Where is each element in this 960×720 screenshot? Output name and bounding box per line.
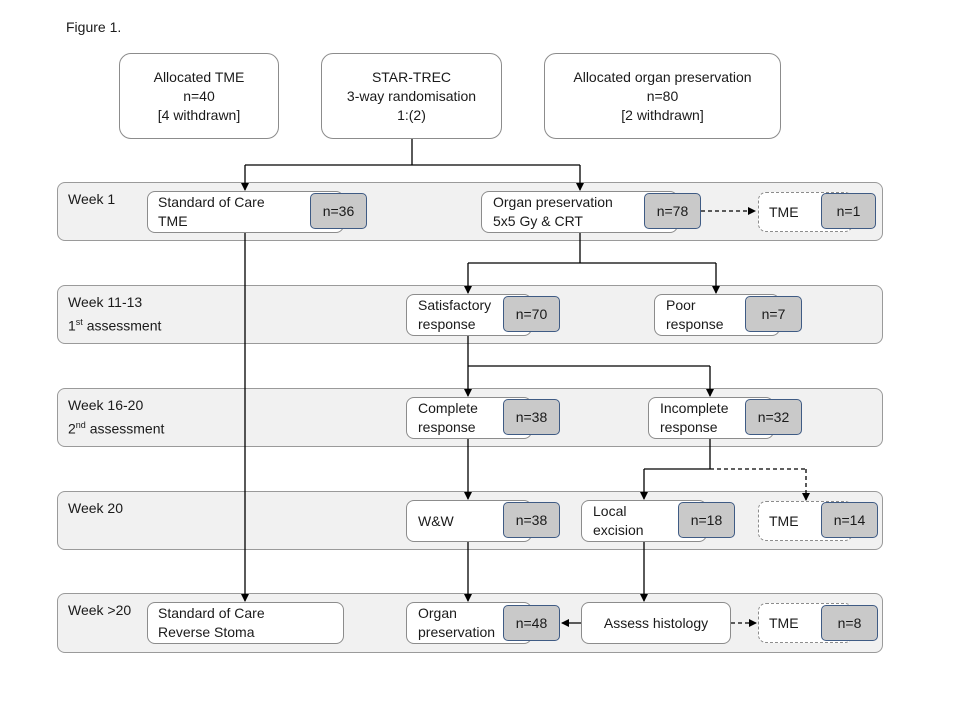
figure-label: Figure 1. xyxy=(66,19,122,35)
randomisation-box: STAR-TREC 3-way randomisation 1:(2) xyxy=(321,53,502,139)
allocated-op-title: Allocated organ preservation xyxy=(573,68,752,85)
satisfactory-line1: Satisfactory xyxy=(418,297,492,313)
local-line2: excision xyxy=(593,522,644,538)
satisfactory-line2: response xyxy=(418,316,476,332)
randomisation-type: 3-way randomisation xyxy=(346,87,477,104)
week-16-20-subtitle: 2nd assessment xyxy=(68,420,165,437)
allocated-tme-title: Allocated TME xyxy=(153,68,245,85)
assess-histology-label: Assess histology xyxy=(603,614,709,631)
allocated-organ-preservation-box: Allocated organ preservation n=80 [2 wit… xyxy=(544,53,781,139)
week-over-20-label: Week >20 xyxy=(68,602,132,618)
satisfactory-count: n=70 xyxy=(503,296,560,332)
poor-line1: Poor xyxy=(666,297,696,313)
week-1-label: Week 1 xyxy=(68,191,116,207)
ww-count: n=38 xyxy=(503,502,560,538)
complete-count: n=38 xyxy=(503,399,560,435)
poor-line2: response xyxy=(666,316,724,332)
complete-line1: Complete xyxy=(418,400,478,416)
tme-final-count: n=8 xyxy=(821,605,878,641)
organ-pres-line1: Organ preservation xyxy=(493,194,613,210)
incomplete-line2: response xyxy=(660,419,718,435)
organ-final-line2: preservation xyxy=(418,624,496,640)
randomisation-ratio: 1:(2) xyxy=(397,106,426,123)
tme-week1-label: TME xyxy=(769,204,799,220)
soc-reverse-line1: Standard of Care xyxy=(158,605,265,621)
organ-pres-count: n=78 xyxy=(644,193,701,229)
tme-week20-label: TME xyxy=(769,513,799,529)
local-excision-count: n=18 xyxy=(678,502,735,538)
week-11-13-label: Week 11-13 1st assessment xyxy=(68,292,161,336)
week-11-13-title: Week 11-13 xyxy=(68,294,143,310)
week-11-13-subtitle: 1st assessment xyxy=(68,317,162,334)
week-16-20-label: Week 16-20 2nd assessment xyxy=(68,395,164,439)
complete-line2: response xyxy=(418,419,476,435)
tme-week1-count: n=1 xyxy=(821,193,876,229)
soc-tme-count: n=36 xyxy=(310,193,367,229)
local-line1: Local xyxy=(593,503,627,519)
organ-final-line1: Organ xyxy=(418,605,457,621)
allocated-op-count: n=80 xyxy=(646,87,679,104)
assess-histology-box: Assess histology xyxy=(581,602,731,644)
week-16-20-title: Week 16-20 xyxy=(68,397,144,413)
soc-reverse-line2: Reverse Stoma xyxy=(158,624,255,640)
incomplete-line1: Incomplete xyxy=(660,400,729,416)
allocated-op-withdrawn: [2 withdrawn] xyxy=(621,106,704,123)
incomplete-count: n=32 xyxy=(745,399,802,435)
standard-of-care-reverse-stoma-box: Standard of Care Reverse Stoma xyxy=(147,602,344,644)
allocated-tme-box: Allocated TME n=40 [4 withdrawn] xyxy=(119,53,279,139)
tme-week20-count: n=14 xyxy=(821,502,878,538)
trial-name: STAR-TREC xyxy=(371,68,452,85)
soc-tme-line2: TME xyxy=(158,213,188,229)
allocated-tme-count: n=40 xyxy=(183,87,215,104)
organ-final-count: n=48 xyxy=(503,605,560,641)
ww-label: W&W xyxy=(418,513,454,529)
tme-final-label: TME xyxy=(769,615,799,631)
allocated-tme-withdrawn: [4 withdrawn] xyxy=(157,106,241,123)
poor-count: n=7 xyxy=(745,296,802,332)
week-20-label: Week 20 xyxy=(68,500,123,516)
soc-tme-line1: Standard of Care xyxy=(158,194,265,210)
organ-pres-line2: 5x5 Gy & CRT xyxy=(493,213,583,229)
